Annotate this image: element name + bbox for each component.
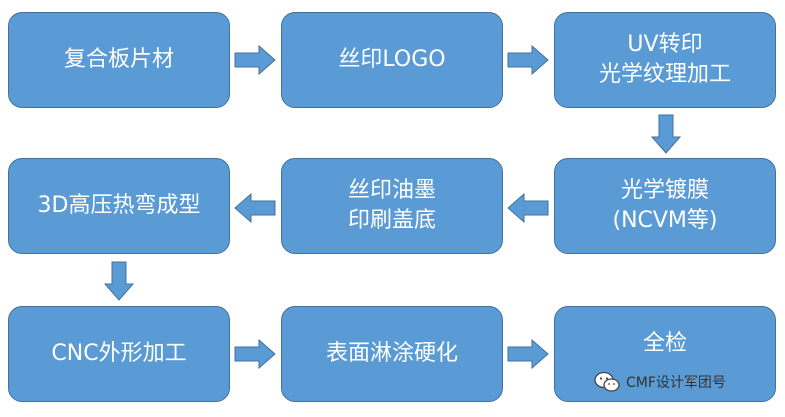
step-ink-printing: 丝印油墨 印刷盖底 [281,158,503,254]
step-label: CNC外形加工 [51,341,187,366]
step-composite-sheet: 复合板片材 [8,12,230,108]
step-label-line2: 光学纹理加工 [598,62,731,87]
step-hard-coating: 表面淋涂硬化 [281,306,503,402]
step-optical-coating: 光学镀膜 (NCVM等) [554,158,776,254]
arrow-down-icon [651,114,681,154]
step-label: 丝印LOGO [338,47,446,72]
step-label: 复合板片材 [63,47,174,72]
arrow-right-icon [507,339,549,369]
step-silkscreen-logo: 丝印LOGO [281,12,503,108]
step-label-line2: 印刷盖底 [347,208,436,233]
arrow-left-icon [507,193,549,223]
watermark: CMF设计军团号 [594,371,726,393]
arrow-left-icon [234,193,276,223]
watermark-text: CMF设计军团号 [626,375,726,391]
step-label-line1: 丝印油墨 [347,178,436,203]
step-label: 3D高压热弯成型 [37,193,201,218]
step-label-line1: UV转印 [627,32,703,57]
step-uv-transfer: UV转印 光学纹理加工 [554,12,776,108]
step-label: 表面淋涂硬化 [325,341,458,366]
step-label: 全检 [642,331,687,356]
step-label-line1: 光学镀膜 [620,178,709,203]
step-3d-forming: 3D高压热弯成型 [8,158,230,254]
arrow-right-icon [234,339,276,369]
arrow-right-icon [507,45,549,75]
step-label-line2: (NCVM等) [612,208,718,233]
arrow-right-icon [234,45,276,75]
wechat-icon [594,371,620,392]
step-final-inspection: 全检 [554,306,776,402]
step-cnc-machining: CNC外形加工 [8,306,230,402]
arrow-down-icon [104,261,134,301]
